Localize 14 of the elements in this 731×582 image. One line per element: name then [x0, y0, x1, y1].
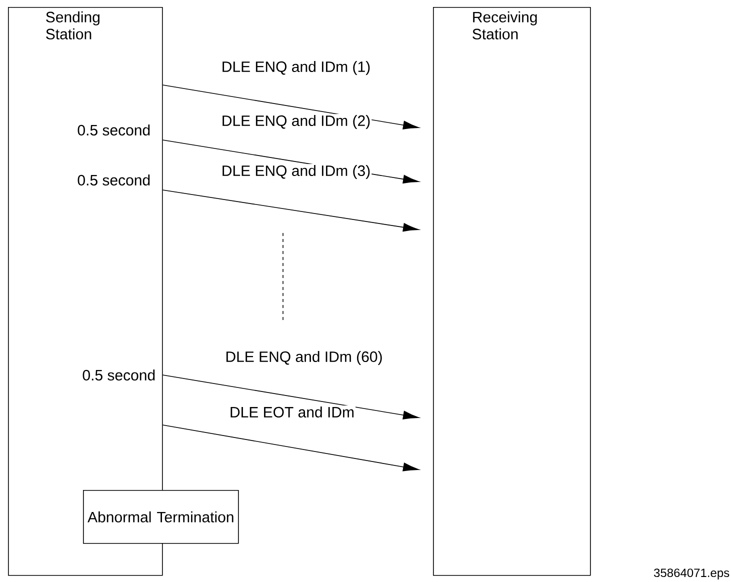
edge-label: DLE ENQ and IDm (2): [220, 114, 372, 130]
arrow: [162, 424, 419, 472]
file-name: 35864071.eps: [654, 568, 730, 580]
edge-label: DLE ENQ and IDm (1): [220, 60, 372, 76]
station-box: Receiving Station: [433, 7, 591, 576]
edge-label: DLE ENQ and IDm (3): [220, 164, 372, 180]
arrow: [162, 374, 419, 420]
status-box: Abnormal Termination: [83, 490, 239, 544]
edge-label: DLE ENQ and IDm (60): [224, 350, 384, 366]
interval-label: 0.5 second: [82, 370, 155, 380]
interval-label: 0.5 second: [78, 124, 150, 136]
arrow: [162, 190, 419, 232]
interval-label: 0.5 second: [78, 174, 150, 186]
edge-label: DLE EOT and IDm: [228, 406, 356, 419]
